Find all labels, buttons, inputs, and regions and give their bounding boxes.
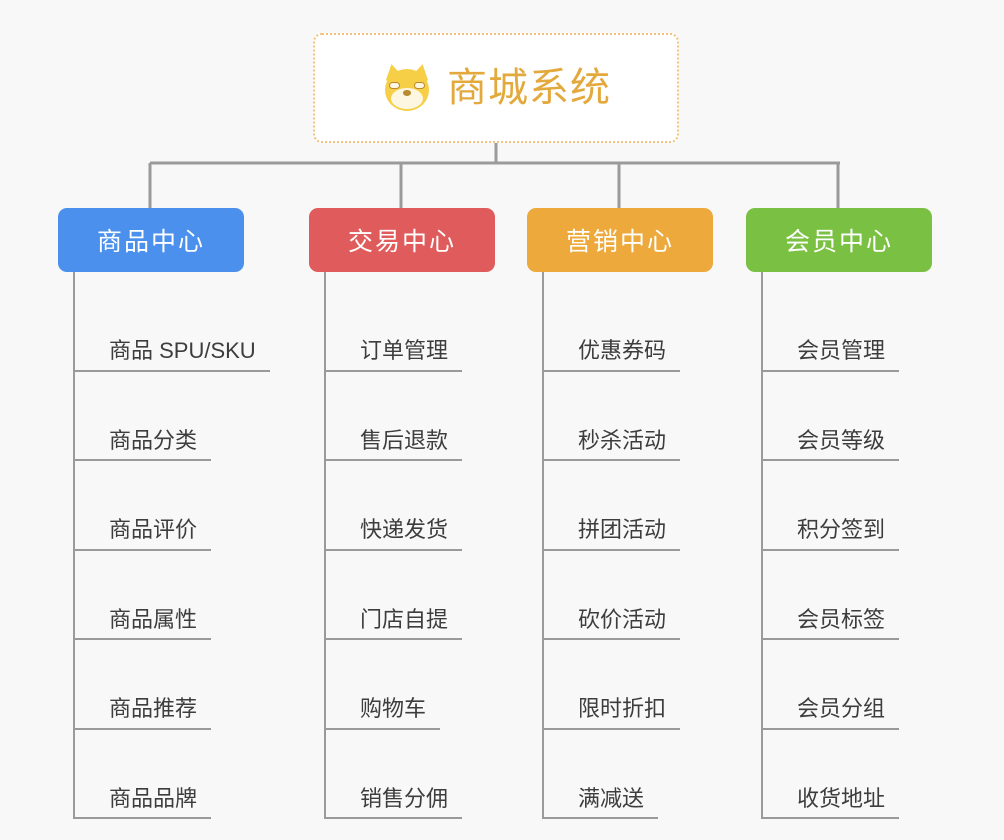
leaf-label: 销售分佣: [326, 786, 463, 819]
list-item[interactable]: 限时折扣: [544, 640, 747, 730]
category-header-label: 营销中心: [565, 228, 674, 256]
list-item[interactable]: 拼团活动: [544, 461, 747, 551]
list-item[interactable]: 优惠券码: [544, 282, 747, 372]
leaf-label: 商品分类: [75, 428, 212, 461]
leaf-label: 满减送: [544, 786, 659, 819]
leaf-label: 优惠券码: [544, 339, 681, 372]
list-item[interactable]: 商品属性: [75, 551, 278, 640]
list-item[interactable]: 会员分组: [763, 640, 966, 730]
leaf-label: 购物车: [326, 697, 441, 730]
leaf-label: 会员分组: [763, 697, 900, 730]
leaf-label: 订单管理: [326, 339, 463, 372]
category-header-marketing[interactable]: 营销中心: [527, 208, 713, 272]
list-item[interactable]: 收货地址: [763, 730, 966, 819]
list-item[interactable]: 商品分类: [75, 372, 278, 461]
list-item[interactable]: 积分签到: [763, 461, 966, 551]
leaf-list-member: 会员管理 会员等级 积分签到 会员标签 会员分组 收货地址: [761, 272, 966, 819]
leaf-label: 砍价活动: [544, 607, 681, 640]
category-header-member[interactable]: 会员中心: [746, 208, 932, 272]
category-header-product[interactable]: 商品中心: [58, 208, 244, 272]
leaf-label: 商品属性: [75, 607, 212, 640]
list-item[interactable]: 商品评价: [75, 461, 278, 551]
category-header-label: 会员中心: [784, 228, 893, 256]
category-header-trade[interactable]: 交易中心: [309, 208, 495, 272]
leaf-label: 商品品牌: [75, 786, 212, 819]
leaf-label: 门店自提: [326, 607, 463, 640]
list-item[interactable]: 快递发货: [326, 461, 529, 551]
root-title: 商城系统: [447, 66, 611, 110]
leaf-label: 收货地址: [763, 786, 900, 819]
leaf-list-product: 商品 SPU/SKU 商品分类 商品评价 商品属性 商品推荐 商品品牌: [73, 272, 278, 819]
leaf-label: 限时折扣: [544, 697, 681, 730]
category-column-product: 商品中心 商品 SPU/SKU 商品分类 商品评价 商品属性 商品推荐 商品品牌: [58, 208, 278, 819]
leaf-label: 售后退款: [326, 428, 463, 461]
list-item[interactable]: 门店自提: [326, 551, 529, 640]
list-item[interactable]: 商品品牌: [75, 730, 278, 819]
list-item[interactable]: 商品 SPU/SKU: [75, 282, 278, 372]
list-item[interactable]: 购物车: [326, 640, 529, 730]
list-item[interactable]: 订单管理: [326, 282, 529, 372]
list-item[interactable]: 售后退款: [326, 372, 529, 461]
leaf-label: 商品 SPU/SKU: [75, 339, 270, 372]
list-item[interactable]: 秒杀活动: [544, 372, 747, 461]
list-item[interactable]: 销售分佣: [326, 730, 529, 819]
category-column-marketing: 营销中心 优惠券码 秒杀活动 拼团活动 砍价活动 限时折扣 满减送: [527, 208, 747, 819]
category-header-label: 交易中心: [347, 228, 456, 256]
list-item[interactable]: 会员等级: [763, 372, 966, 461]
leaf-label: 快递发货: [326, 518, 463, 551]
leaf-label: 积分签到: [763, 518, 900, 551]
root-node[interactable]: 商城系统: [313, 33, 679, 143]
shiba-inu-icon: [381, 62, 433, 114]
leaf-label: 商品评价: [75, 518, 212, 551]
leaf-label: 秒杀活动: [544, 428, 681, 461]
category-header-label: 商品中心: [96, 228, 205, 256]
list-item[interactable]: 商品推荐: [75, 640, 278, 730]
list-item[interactable]: 会员管理: [763, 282, 966, 372]
leaf-label: 会员管理: [763, 339, 900, 372]
list-item[interactable]: 满减送: [544, 730, 747, 819]
category-column-member: 会员中心 会员管理 会员等级 积分签到 会员标签 会员分组 收货地址: [746, 208, 966, 819]
leaf-label: 商品推荐: [75, 697, 212, 730]
leaf-list-marketing: 优惠券码 秒杀活动 拼团活动 砍价活动 限时折扣 满减送: [542, 272, 747, 819]
leaf-list-trade: 订单管理 售后退款 快递发货 门店自提 购物车 销售分佣: [324, 272, 529, 819]
category-column-trade: 交易中心 订单管理 售后退款 快递发货 门店自提 购物车 销售分佣: [309, 208, 529, 819]
leaf-label: 会员等级: [763, 428, 900, 461]
list-item[interactable]: 会员标签: [763, 551, 966, 640]
leaf-label: 拼团活动: [544, 518, 681, 551]
leaf-label: 会员标签: [763, 607, 900, 640]
list-item[interactable]: 砍价活动: [544, 551, 747, 640]
